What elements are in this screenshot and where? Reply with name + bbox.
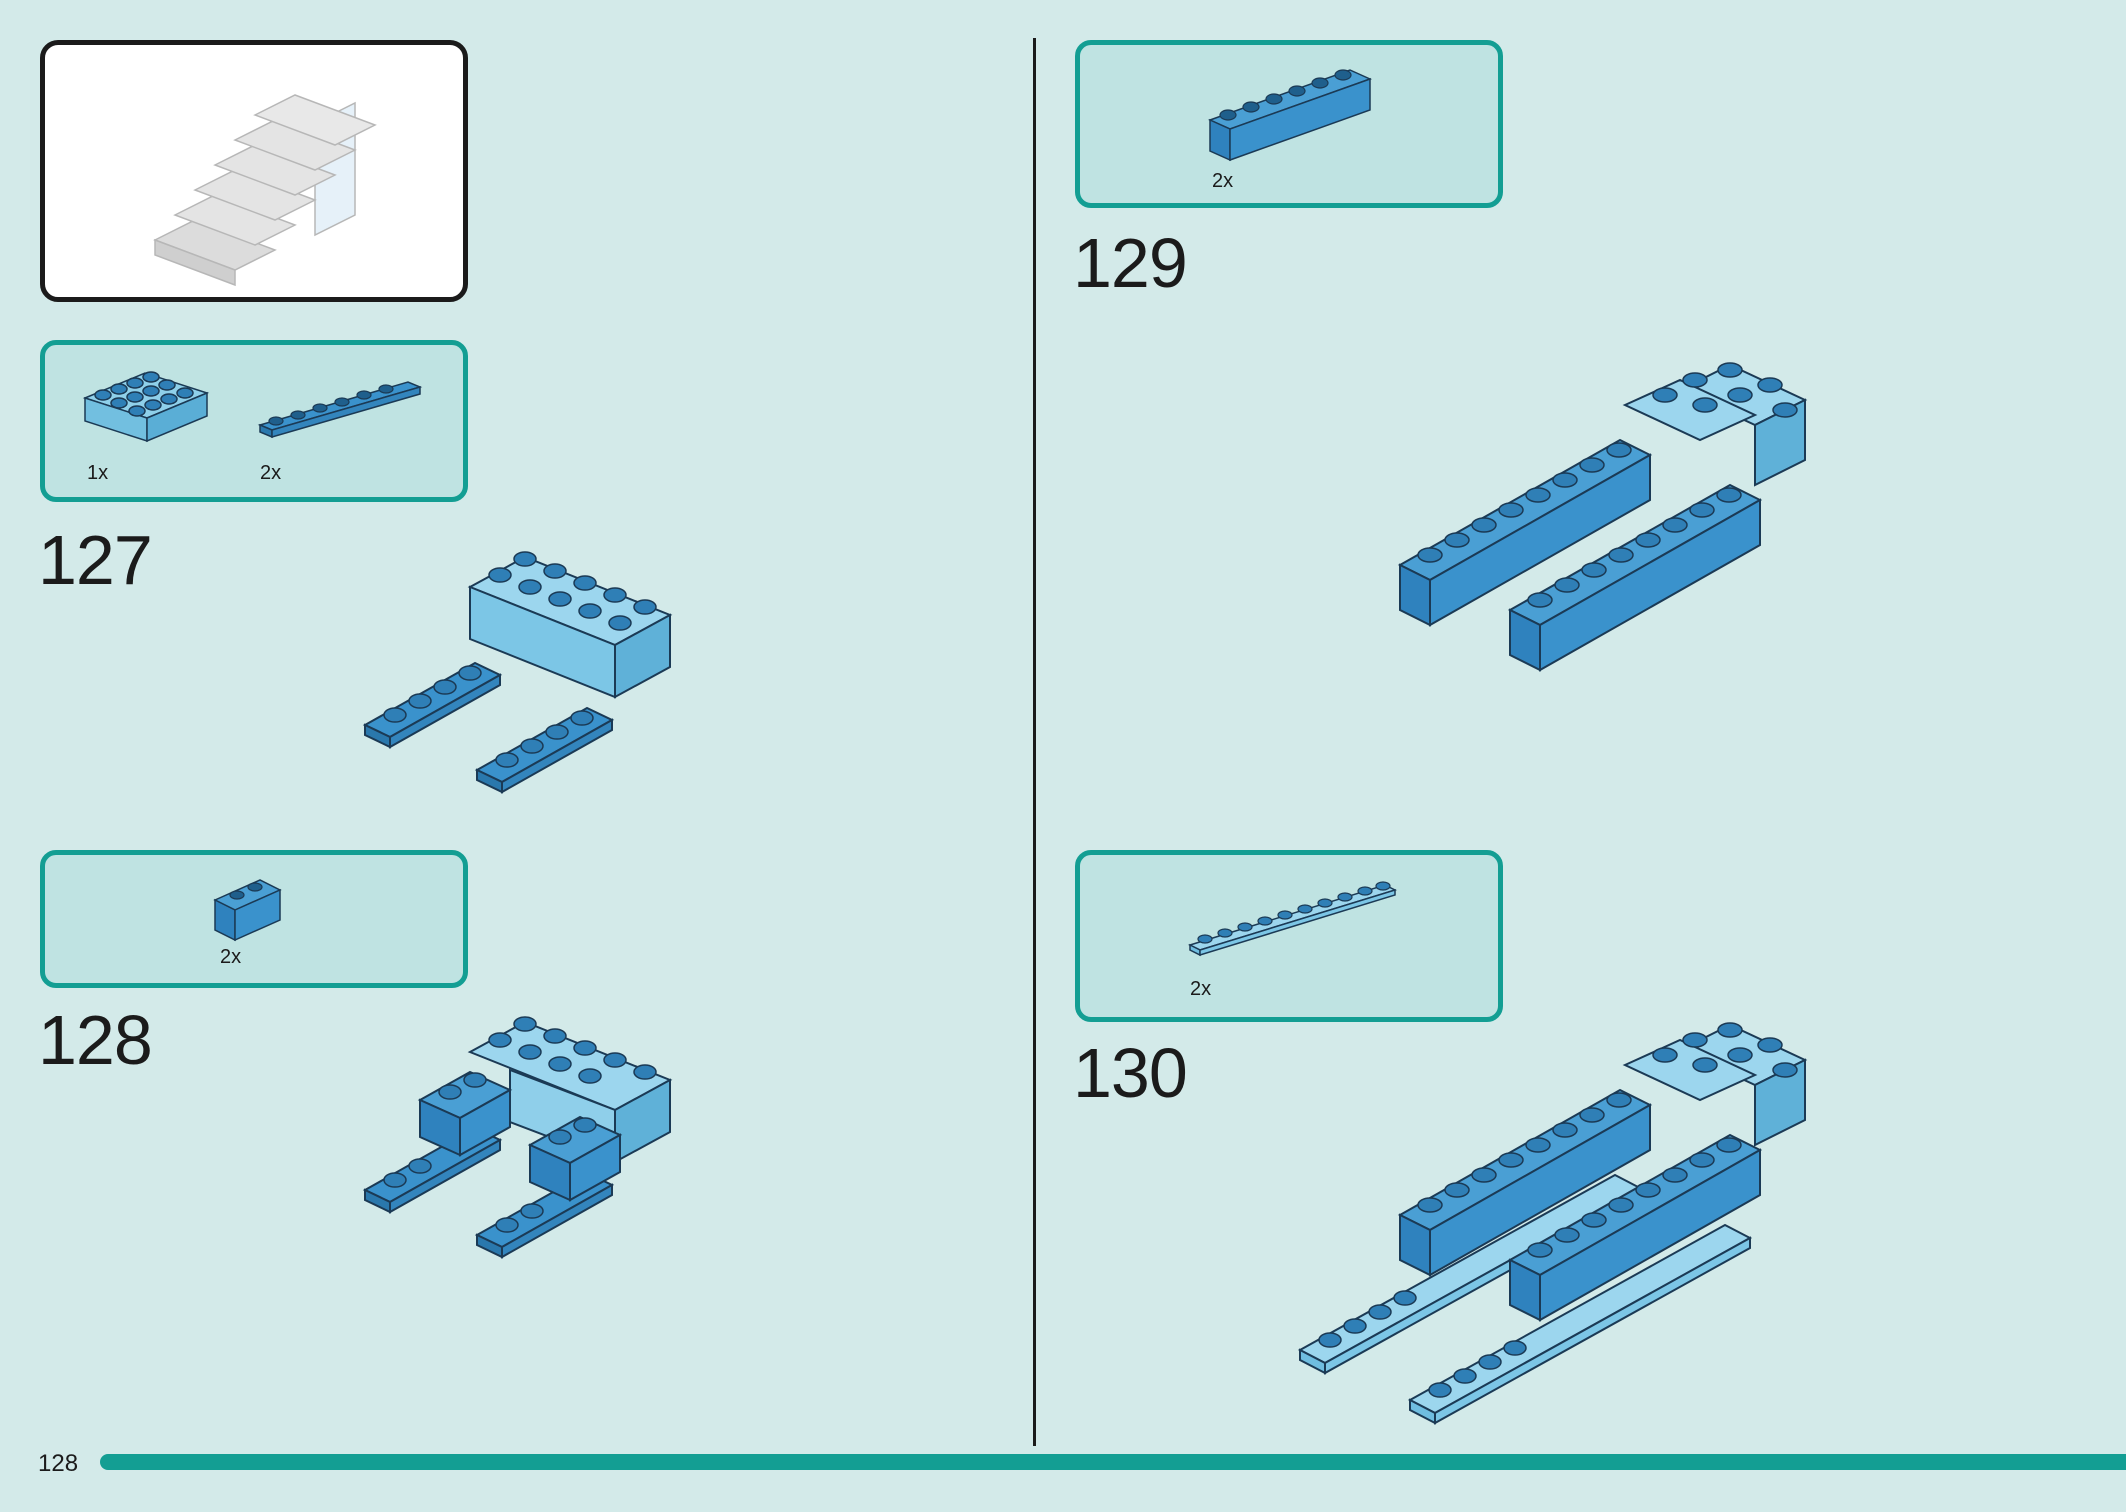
part-quantity: 2x [260, 462, 282, 484]
part-quantity: 2x [1190, 978, 1212, 1000]
plate-1x10-light-blue-icon [1187, 881, 1398, 957]
page-divider [1033, 38, 1036, 1446]
part-quantity: 1x [87, 462, 109, 484]
part-quantity: 2x [220, 946, 242, 968]
step-130-model-illustration [1297, 1022, 1808, 1425]
part-quantity: 2x [1212, 170, 1234, 192]
brick-1x2-blue-icon [213, 879, 282, 942]
footer-bar [100, 1454, 2126, 1470]
parts-list-step-129: 2x [1075, 40, 1503, 208]
plate-1x6-blue-icon [257, 381, 423, 439]
step-127-model-illustration [362, 551, 673, 794]
step-129-model-illustration [1397, 362, 1808, 672]
brick-2x4-light-blue-icon [82, 371, 210, 443]
step-number: 130 [1073, 1034, 1188, 1112]
step-number: 129 [1073, 224, 1188, 302]
parts-list-step-127: 1x 2x [40, 340, 468, 502]
step-128-model-illustration [362, 1016, 673, 1259]
submodel-reference-box [40, 40, 468, 302]
staircase-reference-illustration [153, 94, 377, 287]
step-number: 128 [38, 1001, 153, 1079]
parts-list-step-130: 2x [1075, 850, 1503, 1022]
parts-list-step-128: 2x [40, 850, 468, 988]
step-number: 127 [38, 521, 153, 599]
page-number: 128 [38, 1450, 79, 1477]
brick-1x6-blue-icon [1207, 69, 1373, 162]
